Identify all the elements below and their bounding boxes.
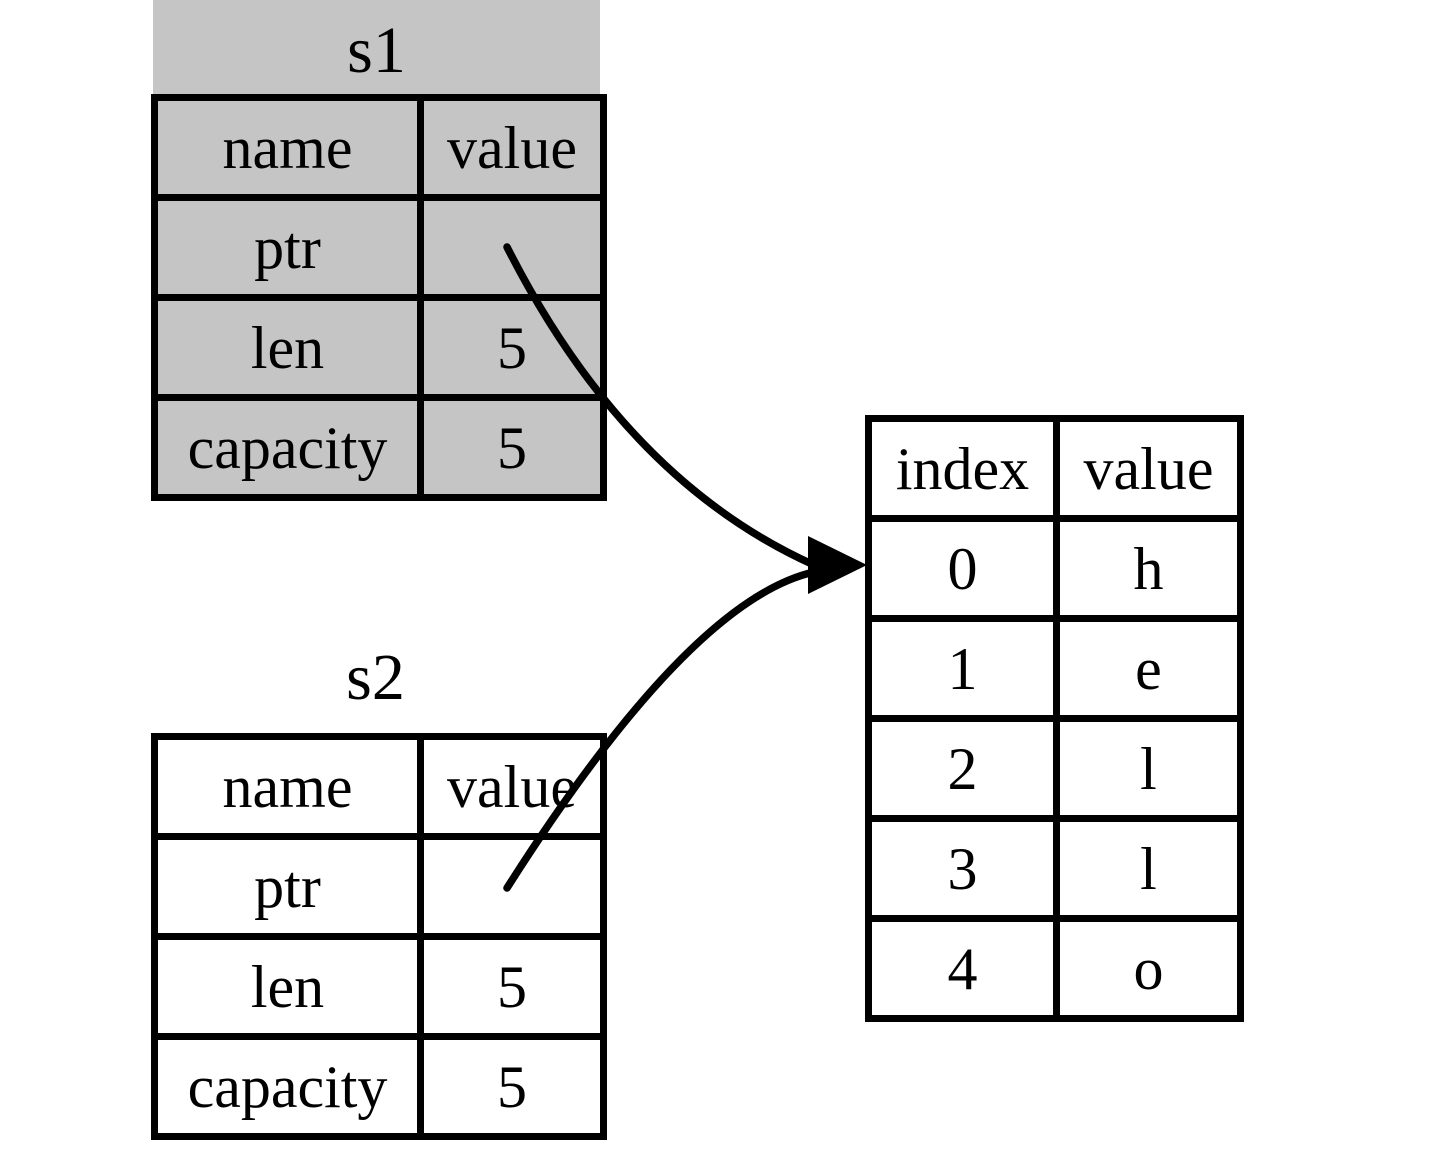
heap-value-cell: e (1053, 615, 1244, 722)
s2-header-row: name value (151, 733, 607, 840)
heap-column-header-index: index (865, 415, 1060, 522)
s1-capacity-name-cell: capacity (151, 394, 424, 501)
s1-len-value-cell: 5 (417, 294, 607, 401)
heap-index-cell: 0 (865, 515, 1060, 622)
s1-title: s1 (347, 13, 406, 87)
s1-capacity-row: capacity 5 (151, 394, 607, 501)
heap-index-cell: 3 (865, 815, 1060, 922)
heap-row-3: 3 l (865, 815, 1244, 922)
s1-len-row: len 5 (151, 294, 607, 401)
s1-title-band: s1 (153, 0, 600, 95)
s2-capacity-value-cell: 5 (417, 1033, 607, 1140)
heap-row-1: 1 e (865, 615, 1244, 722)
s1-column-header-name: name (151, 94, 424, 201)
arrowhead-icon (808, 536, 867, 594)
heap-value-cell: l (1053, 715, 1244, 822)
heap-value-cell: o (1053, 915, 1244, 1022)
s2-ptr-value-cell (417, 833, 607, 940)
heap-row-0: 0 h (865, 515, 1244, 622)
heap-row-4: 4 o (865, 915, 1244, 1022)
s1-header-row: name value (151, 94, 607, 201)
s1-capacity-value-cell: 5 (417, 394, 607, 501)
s2-ptr-name-cell: ptr (151, 833, 424, 940)
heap-value-cell: h (1053, 515, 1244, 622)
heap-table: index value 0 h 1 e 2 l 3 l 4 o (865, 415, 1244, 1022)
s1-len-name-cell: len (151, 294, 424, 401)
s2-capacity-row: capacity 5 (151, 1033, 607, 1140)
s2-ptr-row: ptr (151, 833, 607, 940)
heap-header-row: index value (865, 415, 1244, 522)
s2-column-header-value: value (417, 733, 607, 840)
s2-title: s2 (346, 641, 405, 714)
s2-len-value-cell: 5 (417, 933, 607, 1040)
s2-len-row: len 5 (151, 933, 607, 1040)
s2-capacity-name-cell: capacity (151, 1033, 424, 1140)
heap-index-cell: 4 (865, 915, 1060, 1022)
s2-column-header-name: name (151, 733, 424, 840)
s1-ptr-row: ptr (151, 194, 607, 301)
s1-table: name value ptr len 5 capacity 5 (151, 94, 607, 501)
s1-ptr-name-cell: ptr (151, 194, 424, 301)
heap-row-2: 2 l (865, 715, 1244, 822)
heap-value-cell: l (1053, 815, 1244, 922)
heap-index-cell: 2 (865, 715, 1060, 822)
heap-index-cell: 1 (865, 615, 1060, 722)
s1-ptr-value-cell (417, 194, 607, 301)
heap-column-header-value: value (1053, 415, 1244, 522)
s2-len-name-cell: len (151, 933, 424, 1040)
s2-table: name value ptr len 5 capacity 5 (151, 733, 607, 1140)
s1-column-header-value: value (417, 94, 607, 201)
